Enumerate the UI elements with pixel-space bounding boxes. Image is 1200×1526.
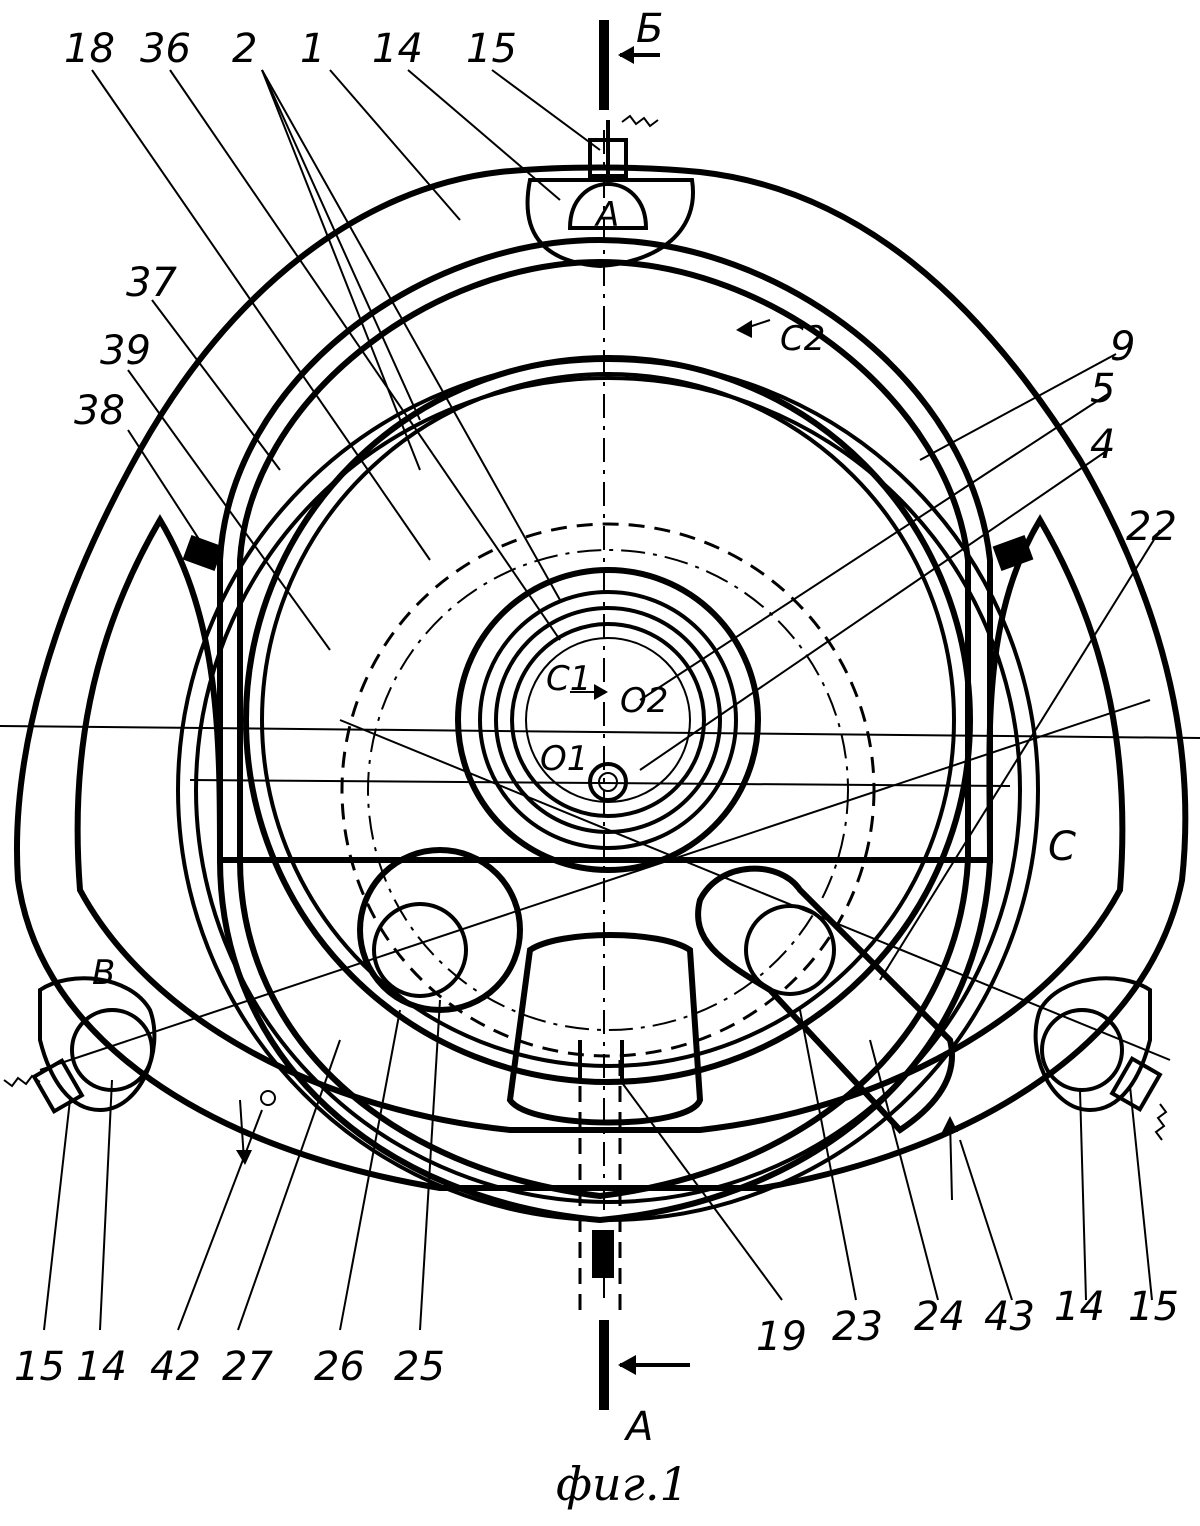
point-a-label: A <box>594 195 619 235</box>
rotor <box>237 258 971 1200</box>
stator-bore <box>217 236 993 1224</box>
callout-42: 42 <box>150 1344 201 1390</box>
callouts-right: 9 5 4 22 <box>1090 324 1177 550</box>
callouts-left: 37 39 38 <box>74 260 177 434</box>
callout-1: 1 <box>300 26 325 72</box>
callout-15-br: 15 <box>1128 1284 1179 1330</box>
callout-23: 23 <box>832 1304 883 1350</box>
callout-15-bl: 15 <box>14 1344 65 1390</box>
callout-5: 5 <box>1090 366 1115 412</box>
flow-c2-label: C2 <box>780 319 825 359</box>
seal-pocket-top <box>525 114 696 269</box>
callout-38: 38 <box>74 388 125 434</box>
section-label-bottom: A <box>623 1404 653 1450</box>
leader-lines <box>43 69 1161 1331</box>
right-rod <box>695 865 955 1134</box>
point-b-label: B <box>92 953 115 993</box>
callout-2: 2 <box>232 26 257 72</box>
callout-19: 19 <box>756 1314 807 1360</box>
callout-14-br: 14 <box>1054 1284 1105 1330</box>
flow-c1-label: C1 <box>546 659 591 699</box>
callout-37: 37 <box>126 260 177 306</box>
chamber-c-label: C <box>1048 824 1076 870</box>
callout-4: 4 <box>1090 422 1115 468</box>
side-seals <box>182 534 1034 1278</box>
callout-14-bl: 14 <box>76 1344 127 1390</box>
shaft <box>455 567 761 873</box>
callout-36: 36 <box>140 26 191 72</box>
callout-27: 27 <box>222 1344 273 1390</box>
callout-18: 18 <box>64 26 115 72</box>
section-marker-bottom <box>599 1320 690 1410</box>
piston-shell <box>243 355 973 1085</box>
section-label-top: Б <box>636 6 663 52</box>
pitch-circle <box>340 522 876 1058</box>
pitch-circle-inner <box>367 549 849 1031</box>
callout-15-top: 15 <box>466 26 517 72</box>
callout-39: 39 <box>100 328 151 374</box>
callout-43: 43 <box>984 1294 1035 1340</box>
callouts-bottom: 15 14 42 27 26 25 19 23 24 43 14 15 <box>14 1284 1179 1390</box>
section-marker-top <box>599 20 660 110</box>
left-piston <box>357 847 523 1013</box>
seal-pocket-right <box>1033 976 1168 1141</box>
figure-caption: фиг.1 <box>556 1457 689 1511</box>
callout-25: 25 <box>394 1344 445 1390</box>
seal-pocket-left <box>3 976 157 1115</box>
callout-9: 9 <box>1110 324 1135 370</box>
callout-22: 22 <box>1126 504 1177 550</box>
callouts-top: 18 36 2 1 14 15 <box>64 26 517 72</box>
center-o1-label: O1 <box>540 739 588 779</box>
axis-lines <box>0 130 1200 1310</box>
callout-24: 24 <box>914 1294 965 1340</box>
center-o2-label: O2 <box>620 681 668 721</box>
callout-26: 26 <box>314 1344 365 1390</box>
figure-letters: Б A A B C C2 C1 O2 O1 <box>92 6 1076 1450</box>
callout-14-top: 14 <box>372 26 423 72</box>
